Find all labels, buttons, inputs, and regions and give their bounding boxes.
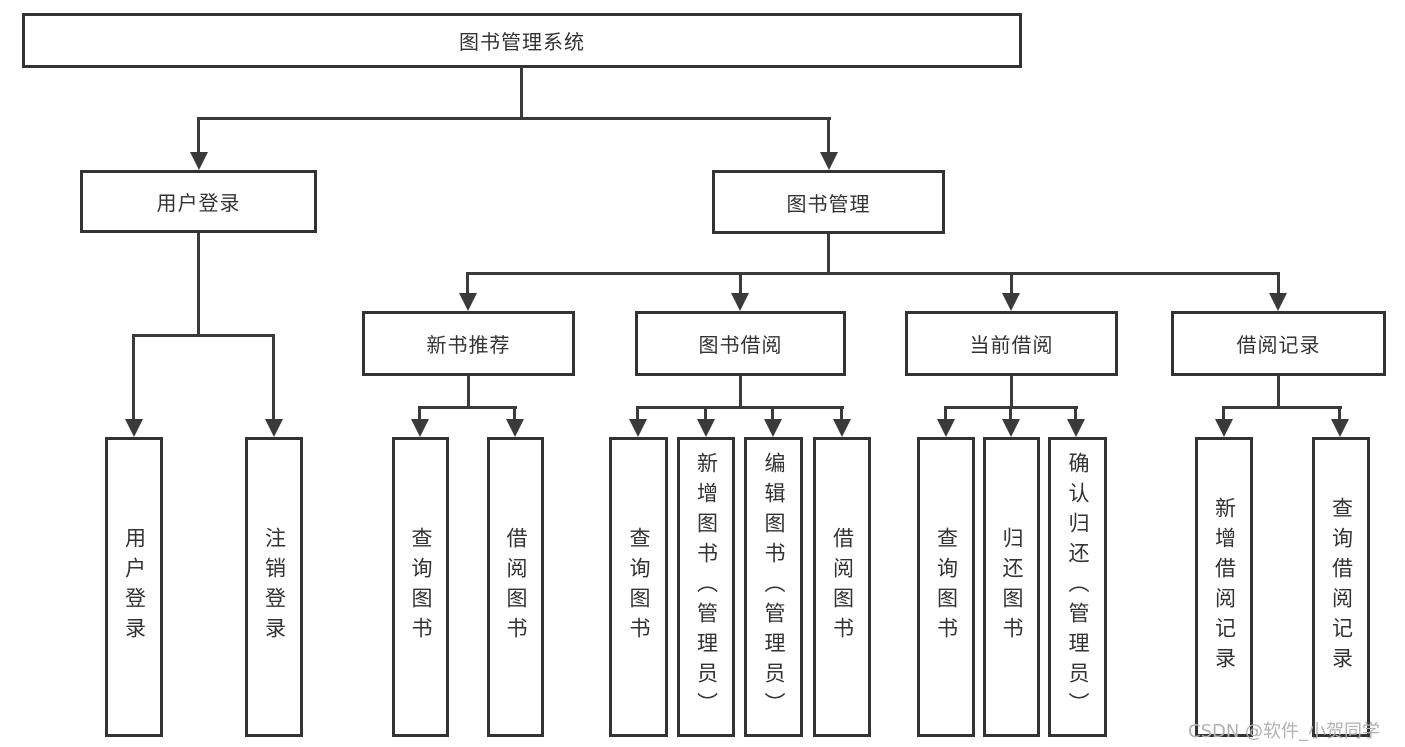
node-label: 查询图书 xyxy=(934,527,959,647)
connector-line xyxy=(1009,406,1012,421)
node-new-book-recommendation: 新书推荐 xyxy=(362,311,575,376)
node-label: 查询图书 xyxy=(409,527,433,647)
arrow-down-icon xyxy=(1215,419,1233,437)
leaf-borrow-books: 借阅图书 xyxy=(813,437,871,737)
node-book-management-system: 图书管理系统 xyxy=(22,13,1022,68)
arrow-down-icon xyxy=(459,293,477,311)
node-book-borrowing: 图书借阅 xyxy=(635,311,846,376)
arrow-down-icon xyxy=(506,419,524,437)
arrow-down-icon xyxy=(411,419,429,437)
node-label: 借阅图书 xyxy=(830,527,855,647)
csdn-watermark: CSDN @软件_小贺同学 xyxy=(1188,721,1381,742)
connector-line xyxy=(827,234,830,272)
node-label: 新增借阅记录 xyxy=(1212,497,1237,677)
leaf-query-books-recommend: 查询图书 xyxy=(392,437,449,737)
connector-line xyxy=(1277,272,1280,296)
node-label: 确认归还（管理员） xyxy=(1066,452,1090,722)
leaf-edit-books-admin: 编辑图书（管理员） xyxy=(744,437,803,737)
node-book-management: 图书管理 xyxy=(712,170,945,234)
node-label: 查询借阅记录 xyxy=(1329,497,1354,677)
node-label: 注销登录 xyxy=(262,527,287,647)
arrow-down-icon xyxy=(1002,293,1020,311)
arrow-down-icon xyxy=(1331,419,1349,437)
connector-line xyxy=(1277,376,1280,406)
node-label: 用户登录 xyxy=(122,527,147,647)
connector-line xyxy=(513,406,516,421)
connector-line xyxy=(771,406,774,421)
connector-line xyxy=(1222,406,1225,421)
node-label: 借阅记录 xyxy=(1236,333,1321,357)
connector-line xyxy=(1010,272,1013,296)
connector-line xyxy=(418,406,421,421)
arrow-down-icon xyxy=(731,293,749,311)
connector-line xyxy=(197,117,200,153)
connector-line xyxy=(418,406,517,409)
leaf-query-books-current: 查询图书 xyxy=(917,437,975,737)
connector-line xyxy=(272,334,275,420)
node-label: 图书管理 xyxy=(786,191,871,216)
arrow-down-icon xyxy=(833,419,851,437)
node-label: 图书借阅 xyxy=(698,333,783,357)
connector-line xyxy=(827,117,830,153)
arrow-down-icon xyxy=(937,419,955,437)
leaf-logout: 注销登录 xyxy=(245,437,303,737)
connector-line xyxy=(840,406,843,421)
node-label: 新书推荐 xyxy=(426,333,511,357)
leaf-return-books: 归还图书 xyxy=(983,437,1040,737)
leaf-query-borrow-record: 查询借阅记录 xyxy=(1312,437,1370,737)
connector-line xyxy=(197,117,831,120)
leaf-add-books-admin: 新增图书（管理员） xyxy=(677,437,735,737)
connector-line xyxy=(132,334,135,420)
node-label: 当前借阅 xyxy=(969,333,1054,357)
connector-line xyxy=(466,272,1280,275)
leaf-borrow-books-recommend: 借阅图书 xyxy=(487,437,544,737)
connector-line xyxy=(1338,406,1341,421)
node-label: 借阅图书 xyxy=(504,527,528,647)
connector-line xyxy=(1222,406,1342,409)
connector-line xyxy=(520,68,523,117)
connector-line xyxy=(636,406,639,421)
arrow-down-icon xyxy=(190,152,208,170)
leaf-user-login: 用户登录 xyxy=(105,437,163,737)
connector-line xyxy=(197,233,200,334)
node-label: 查询图书 xyxy=(627,527,651,647)
arrow-down-icon xyxy=(697,419,715,437)
arrow-down-icon xyxy=(265,419,283,437)
node-label: 新增图书（管理员） xyxy=(694,452,719,722)
connector-line xyxy=(739,376,742,406)
connector-line xyxy=(1074,406,1077,421)
arrow-down-icon xyxy=(820,152,838,170)
connector-line xyxy=(704,406,707,421)
node-label: 用户登录 xyxy=(156,191,241,215)
node-current-borrowing: 当前借阅 xyxy=(905,311,1118,376)
leaf-query-books-borrowing: 查询图书 xyxy=(609,437,668,737)
arrow-down-icon xyxy=(764,419,782,437)
arrow-down-icon xyxy=(1269,293,1287,311)
node-user-login: 用户登录 xyxy=(80,170,317,233)
leaf-confirm-return-admin: 确认归还（管理员） xyxy=(1048,437,1107,737)
arrow-down-icon xyxy=(1067,419,1085,437)
node-label: 归还图书 xyxy=(1000,527,1024,647)
connector-line xyxy=(944,406,947,421)
connector-line xyxy=(467,376,470,406)
arrow-down-icon xyxy=(125,419,143,437)
connector-line xyxy=(466,272,469,296)
connector-line xyxy=(739,272,742,296)
connector-line xyxy=(1010,376,1013,406)
node-label: 编辑图书（管理员） xyxy=(762,452,786,722)
arrow-down-icon xyxy=(629,419,647,437)
node-borrowing-records: 借阅记录 xyxy=(1171,311,1386,376)
connector-line xyxy=(132,334,275,337)
connector-line xyxy=(636,406,844,409)
arrow-down-icon xyxy=(1002,419,1020,437)
node-label: 图书管理系统 xyxy=(459,30,585,54)
leaf-add-borrow-record: 新增借阅记录 xyxy=(1195,437,1253,737)
